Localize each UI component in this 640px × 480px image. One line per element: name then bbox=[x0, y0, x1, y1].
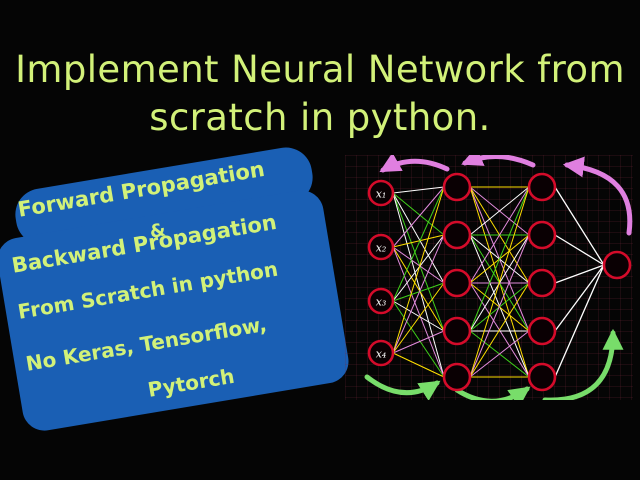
hidden-layer-1-node bbox=[442, 220, 472, 250]
network-edge bbox=[554, 186, 605, 266]
hidden-layer-2-node bbox=[527, 316, 557, 346]
input-layer-node bbox=[367, 339, 395, 367]
forward-propagation-arrow bbox=[454, 386, 531, 400]
input-layer-node bbox=[367, 179, 395, 207]
network-edge bbox=[392, 234, 445, 248]
network-edge bbox=[392, 186, 445, 248]
network-edges bbox=[392, 186, 605, 378]
network-edge bbox=[554, 264, 605, 284]
network-edge bbox=[392, 300, 445, 332]
network-edge bbox=[392, 192, 445, 236]
hidden-layer-2-node bbox=[527, 268, 557, 298]
hidden-layer-1-node bbox=[442, 316, 472, 346]
neural-network-diagram: x₁ x₂ x₃ x₄ bbox=[345, 155, 633, 400]
backward-propagation-arrow bbox=[562, 156, 633, 236]
hidden-layer-1-node bbox=[442, 268, 472, 298]
output-layer-node bbox=[602, 250, 632, 280]
network-edge bbox=[469, 330, 530, 378]
title-line-2: scratch in python. bbox=[149, 96, 491, 139]
input-node-label: x₁ bbox=[376, 188, 387, 201]
network-edge bbox=[392, 192, 445, 378]
network-edge bbox=[469, 282, 530, 378]
hidden-layer-2-node bbox=[527, 220, 557, 250]
hidden-layer-2-node bbox=[527, 362, 557, 392]
input-node-label: x₃ bbox=[376, 296, 387, 309]
network-nodes: x₁ x₂ x₃ x₄ bbox=[367, 172, 632, 392]
network-svg: x₁ x₂ x₃ x₄ bbox=[364, 155, 633, 400]
network-edge bbox=[392, 246, 445, 284]
backward-propagation-arrow bbox=[379, 155, 450, 173]
network-edge bbox=[392, 352, 445, 378]
forward-propagation-arrow bbox=[542, 328, 624, 400]
forward-propagation-arrow bbox=[364, 374, 441, 400]
network-edge bbox=[392, 186, 445, 194]
input-node-label: x₄ bbox=[376, 348, 387, 361]
hidden-layer-2-node bbox=[527, 172, 557, 202]
propagation-arrows bbox=[364, 155, 633, 400]
network-edge bbox=[392, 192, 445, 332]
network-edge bbox=[554, 264, 605, 378]
network-edge bbox=[392, 234, 445, 302]
title-line-1: Implement Neural Network from bbox=[15, 48, 625, 91]
network-edge bbox=[392, 186, 445, 354]
network-edge bbox=[392, 246, 445, 332]
network-edge bbox=[469, 186, 530, 378]
network-edge bbox=[469, 186, 530, 236]
network-edge bbox=[392, 186, 445, 302]
input-layer-node bbox=[367, 233, 395, 261]
network-edge bbox=[392, 300, 445, 378]
network-edge bbox=[392, 246, 445, 378]
hidden-layer-1-node bbox=[442, 172, 472, 202]
network-edge bbox=[392, 330, 445, 354]
input-node-label: x₂ bbox=[376, 242, 387, 255]
network-edge bbox=[554, 264, 605, 332]
input-layer-node bbox=[367, 287, 395, 315]
network-edge bbox=[392, 282, 445, 354]
network-edge bbox=[392, 192, 445, 284]
hidden-layer-1-node bbox=[442, 362, 472, 392]
network-edge bbox=[469, 186, 530, 332]
network-edge bbox=[469, 234, 530, 378]
network-edge bbox=[554, 234, 605, 266]
backward-propagation-arrow bbox=[461, 155, 536, 168]
network-edge bbox=[392, 282, 445, 302]
network-edge bbox=[392, 234, 445, 354]
network-edge bbox=[469, 186, 530, 284]
page-title: Implement Neural Network from scratch in… bbox=[0, 46, 640, 142]
